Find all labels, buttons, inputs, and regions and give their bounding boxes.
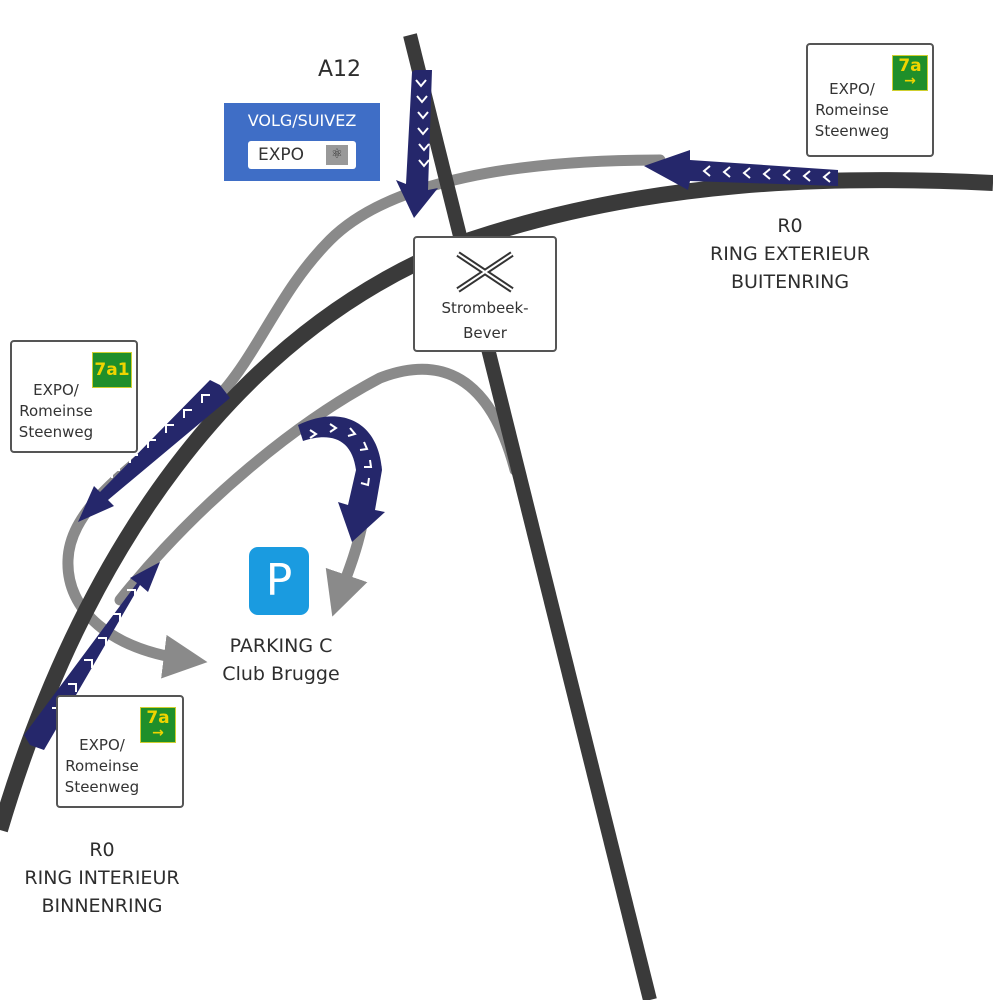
parking-label: PARKING C Club Brugge (196, 632, 366, 688)
exit-sign-line3: Steenweg (18, 423, 94, 441)
exit-sign-line2: Romeinse (65, 757, 139, 775)
exit-sign-line3: Steenweg (814, 122, 890, 140)
parking-icon: P (249, 547, 309, 615)
exit-arrow-icon: → (904, 73, 916, 89)
exit-sign-line1: EXPO/ (829, 80, 875, 98)
ramp-parking-loop (114, 363, 521, 606)
exit-badge-7a1: 7a1 (92, 352, 132, 388)
junction-sign: Strombeek- Bever (413, 236, 557, 352)
exit-sign-line3: Steenweg (64, 778, 140, 796)
label-ring-interior: R0 RING INTERIEUR BINNENRING (10, 836, 194, 920)
exit-badge-number: 7a (146, 708, 170, 728)
parking-label-line2: Club Brugge (222, 663, 340, 685)
junction-sign-line2: Bever (463, 324, 507, 342)
junction-sign-line1: Strombeek- (441, 299, 529, 317)
label-ring-exterior-line2: RING EXTERIEUR (710, 243, 870, 265)
route-chevrons (52, 79, 831, 716)
ramp-exterior-to-expo (62, 154, 666, 679)
exit-sign-7a-top: 7a → EXPO/ Romeinse Steenweg (806, 43, 934, 157)
exit-badge-7a-bottom: 7a → (140, 707, 176, 743)
exit-sign-line1: EXPO/ (79, 736, 125, 754)
follow-sign-destination: EXPO (258, 145, 305, 165)
exit-badge-number: 7a (898, 56, 922, 76)
label-ring-interior-line2: RING INTERIEUR (24, 867, 180, 889)
parking-label-line1: PARKING C (229, 635, 333, 657)
route-arrow-a12 (396, 70, 438, 218)
exit-badge-7a-top: 7a → (892, 55, 928, 91)
label-ring-interior-line3: BINNENRING (41, 895, 163, 917)
exit-sign-text: EXPO/ Romeinse Steenweg (62, 735, 142, 798)
route-arrow-loop (298, 416, 385, 542)
expo-atomium-icon: ⚛ (326, 145, 348, 165)
exit-sign-line2: Romeinse (19, 402, 93, 420)
follow-sign-heading: VOLG/SUIVEZ (247, 111, 357, 130)
label-ring-exterior-line3: BUITENRING (730, 271, 850, 293)
road-a12 (403, 33, 657, 1000)
exit-sign-text: EXPO/ Romeinse Steenweg (812, 79, 892, 142)
exit-sign-line2: Romeinse (815, 101, 889, 119)
interchange-icon (456, 251, 514, 293)
label-ring-interior-line1: R0 (89, 839, 115, 861)
follow-sign-panel: EXPO ⚛ (248, 141, 356, 169)
route-arrow-ramp-7a1 (78, 380, 230, 522)
follow-expo-sign: VOLG/SUIVEZ EXPO ⚛ (224, 103, 380, 181)
exit-sign-7a-bottom: 7a → EXPO/ Romeinse Steenweg (56, 695, 184, 808)
exit-sign-text: EXPO/ Romeinse Steenweg (16, 380, 96, 443)
label-a12: A12 (318, 57, 362, 82)
exit-badge-number: 7a1 (94, 360, 130, 380)
junction-sign-text: Strombeek- Bever (415, 296, 555, 346)
label-ring-exterior: R0 RING EXTERIEUR BUITENRING (700, 212, 880, 296)
label-ring-exterior-line1: R0 (777, 215, 803, 237)
exit-arrow-icon: → (152, 725, 164, 741)
exit-sign-7a1: 7a1 EXPO/ Romeinse Steenweg (10, 340, 138, 453)
exit-sign-line1: EXPO/ (33, 381, 79, 399)
